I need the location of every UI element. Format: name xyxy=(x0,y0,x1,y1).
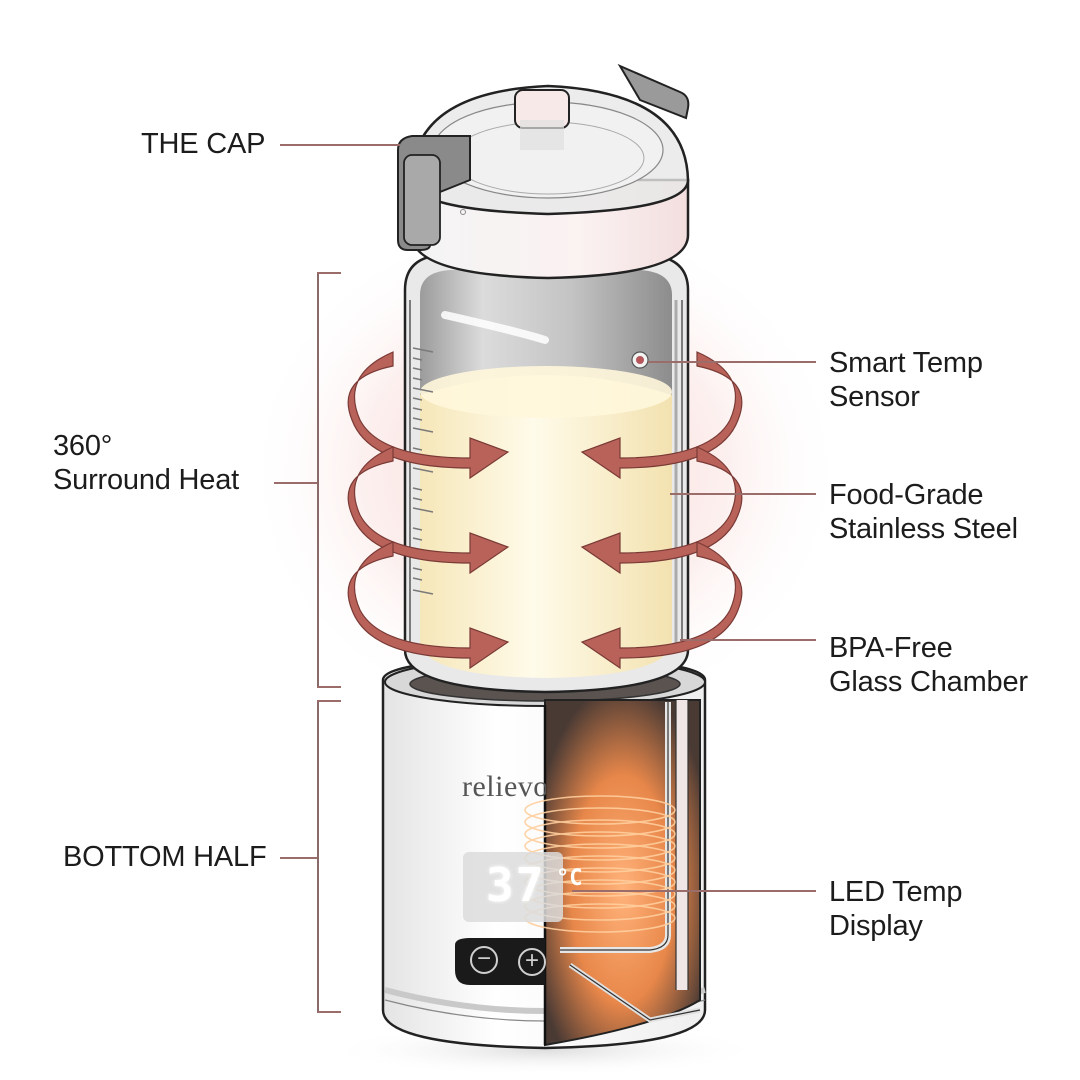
bracket-base-top xyxy=(317,700,341,702)
bracket-bottle xyxy=(317,272,319,686)
bracket-base xyxy=(317,700,319,1012)
measurement-marks xyxy=(412,347,434,595)
milk-fill xyxy=(420,375,672,678)
leader-line-temp-sensor xyxy=(648,361,816,363)
heat-arrow-left-2 xyxy=(347,446,510,575)
brand-logo: relievo xyxy=(462,770,546,803)
leader-line-led-display xyxy=(572,890,816,892)
glass-bottle xyxy=(403,253,690,694)
base-unit xyxy=(381,656,707,1050)
label-led-display-line1: LED Temp xyxy=(829,876,963,908)
plus-button: + xyxy=(524,947,539,974)
label-surround-heat-line1: 360° xyxy=(53,430,113,462)
minus-button: − xyxy=(476,945,491,972)
label-stainless-steel-line2: Stainless Steel xyxy=(829,513,1018,545)
led-temp-readout: 37 xyxy=(486,858,546,912)
leader-line-stainless-steel xyxy=(670,493,816,495)
heat-arrow-left-1 xyxy=(347,351,510,480)
leader-line-bottom-half xyxy=(280,857,318,859)
label-glass-chamber-line2: Glass Chamber xyxy=(829,666,1028,698)
leader-line-glass-chamber xyxy=(680,639,816,641)
label-the-cap: THE CAP xyxy=(141,127,265,161)
label-surround-heat-line2: Surround Heat xyxy=(53,464,240,496)
heat-arrow-right-3 xyxy=(580,541,743,670)
bracket-bottle-bottom xyxy=(317,686,341,688)
leader-line-cap xyxy=(280,144,400,146)
label-glass-chamber: BPA-Free Glass Chamber xyxy=(829,631,1028,699)
heat-arrows xyxy=(347,351,743,670)
label-bottom-half: BOTTOM HALF xyxy=(63,840,267,874)
label-surround-heat: 360° Surround Heat xyxy=(53,429,239,497)
bracket-base-bottom xyxy=(317,1011,341,1013)
heat-arrow-right-2 xyxy=(580,446,743,575)
label-bottom-half-text: BOTTOM HALF xyxy=(63,841,267,873)
label-stainless-steel-line1: Food-Grade xyxy=(829,479,984,511)
label-stainless-steel: Food-Grade Stainless Steel xyxy=(829,478,1018,546)
heat-arrow-left-3 xyxy=(347,541,510,670)
label-led-display: LED Temp Display xyxy=(829,875,962,943)
label-temp-sensor-line2: Sensor xyxy=(829,381,920,413)
label-led-display-line2: Display xyxy=(829,910,923,942)
bracket-bottle-top xyxy=(317,272,341,274)
led-temp-unit: °C xyxy=(556,866,583,891)
label-temp-sensor-line1: Smart Temp xyxy=(829,347,983,379)
label-temp-sensor: Smart Temp Sensor xyxy=(829,346,983,414)
label-the-cap-text: THE CAP xyxy=(141,128,266,160)
heat-arrow-right-1 xyxy=(580,351,743,480)
leader-line-surround-heat xyxy=(274,482,318,484)
label-glass-chamber-line1: BPA-Free xyxy=(829,632,953,664)
led-display-panel xyxy=(463,852,563,922)
cap xyxy=(397,63,690,280)
